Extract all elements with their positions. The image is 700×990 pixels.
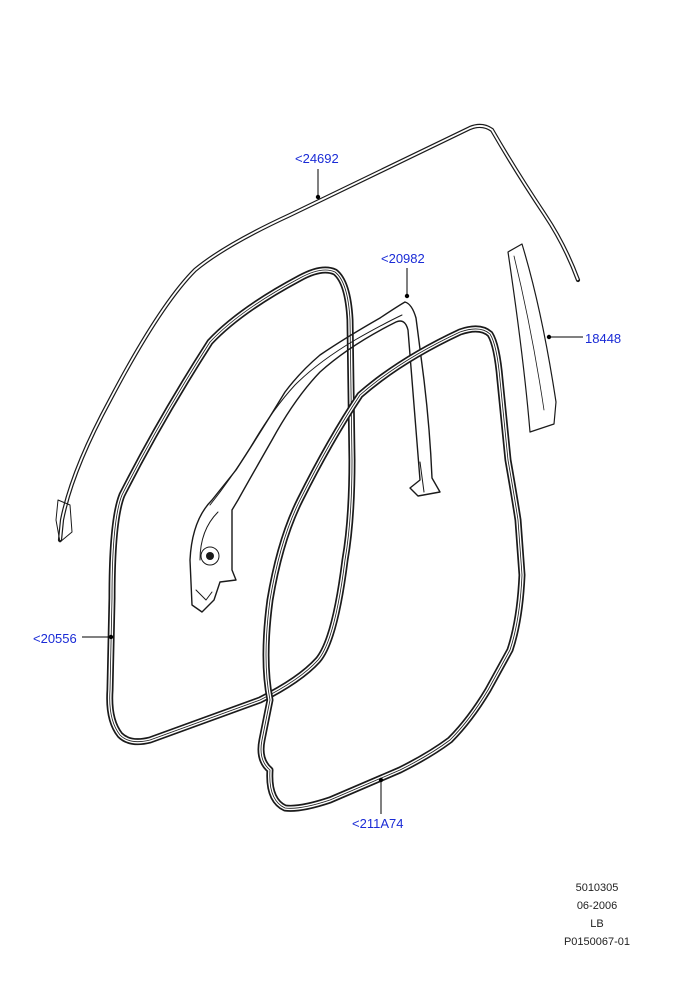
callout-211A74[interactable]: <211A74 [352, 816, 403, 831]
leader-dot-20982 [404, 293, 410, 299]
leader-dot-24692 [315, 194, 321, 200]
door-frame-seal-part [189, 301, 441, 613]
roof-seal-part [55, 123, 581, 543]
leader-dot-211A74 [378, 777, 384, 783]
callout-18448[interactable]: 18448 [585, 331, 621, 346]
callout-20556[interactable]: <20556 [33, 631, 77, 646]
body-opening-seal-part [106, 266, 356, 746]
reference-block: 5010305 06-2006 LB P0150067-01 [564, 882, 630, 948]
reference-code: LB [590, 918, 603, 930]
leader-dot-20556 [108, 634, 114, 640]
reference-illustration-id: P0150067-01 [564, 936, 630, 948]
applique-part [507, 243, 557, 433]
reference-date: 06-2006 [577, 900, 617, 912]
callout-20982[interactable]: <20982 [381, 251, 425, 266]
leader-dot-18448 [546, 334, 552, 340]
reference-number: 5010305 [576, 882, 619, 894]
door-weatherstrip-part [257, 325, 526, 812]
leader-lines [82, 169, 583, 814]
callout-24692[interactable]: <24692 [295, 151, 339, 166]
